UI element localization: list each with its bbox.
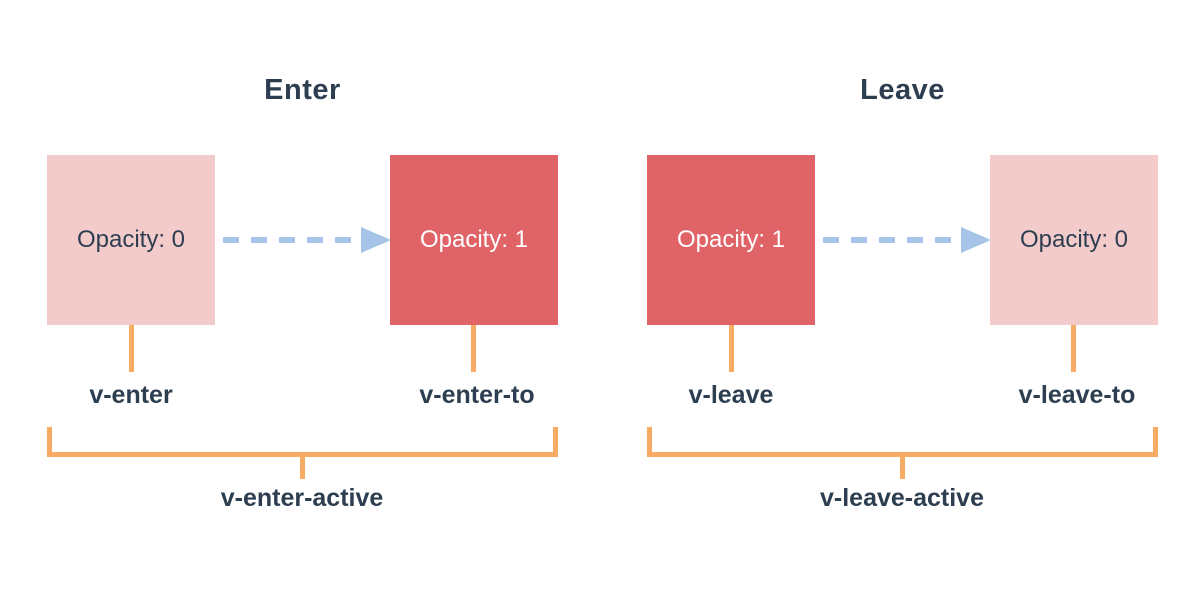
enter-active-bracket-right-tick <box>553 427 558 457</box>
leave-from-class-label: v-leave <box>688 381 774 409</box>
enter-active-class-label: v-enter-active <box>220 484 384 512</box>
enter-active-bracket-left-tick <box>47 427 52 457</box>
leave-from-connector-line <box>729 325 734 372</box>
enter-start-state-box: Opacity: 0 <box>47 155 215 325</box>
leave-transition-arrow <box>823 227 991 253</box>
leave-active-bracket-right-tick <box>1153 427 1158 457</box>
enter-panel-title: Enter <box>264 74 341 106</box>
leave-to-connector-line <box>1071 325 1076 372</box>
enter-panel: Enter Opacity: 0 Opacity: 1 v-enter v-en… <box>47 74 558 512</box>
leave-panel: Leave Opacity: 1 Opacity: 0 v-leave v-le… <box>600 0 1200 600</box>
enter-from-class-label: v-enter <box>89 381 173 409</box>
enter-transition-arrow <box>223 227 391 253</box>
leave-panel-title: Leave <box>860 74 945 106</box>
leave-to-class-label: v-leave-to <box>1018 381 1136 409</box>
leave-start-state-box: Opacity: 1 <box>647 155 815 325</box>
leave-active-class-label: v-leave-active <box>819 484 985 512</box>
enter-start-opacity-label: Opacity: 0 <box>76 226 186 253</box>
leave-active-bracket-stem <box>900 452 905 479</box>
enter-from-connector-line <box>129 325 134 372</box>
enter-end-state-box: Opacity: 1 <box>390 155 558 325</box>
leave-active-bracket-left-tick <box>647 427 652 457</box>
enter-to-connector-line <box>471 325 476 372</box>
enter-to-class-label: v-enter-to <box>419 381 535 409</box>
enter-end-opacity-label: Opacity: 1 <box>419 226 529 253</box>
enter-active-bracket-stem <box>300 452 305 479</box>
leave-end-state-box: Opacity: 0 <box>990 155 1158 325</box>
leave-start-opacity-label: Opacity: 1 <box>676 226 786 253</box>
leave-end-opacity-label: Opacity: 0 <box>1019 226 1129 253</box>
